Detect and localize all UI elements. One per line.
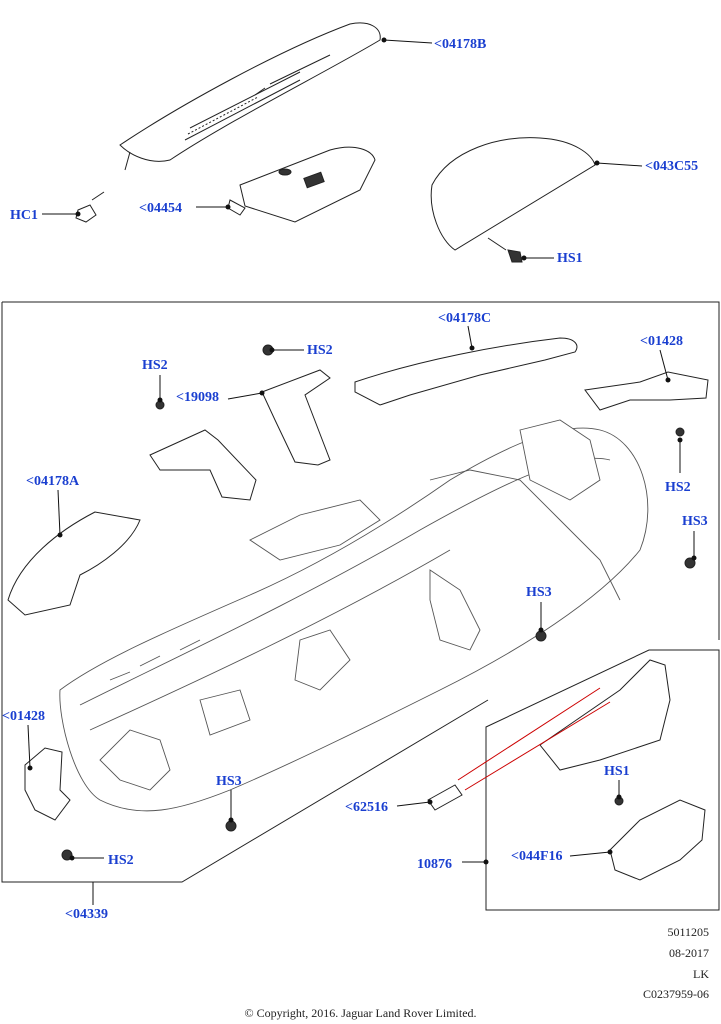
callout-screw-hs3-b: HS3 <box>526 585 552 600</box>
right-duct-part <box>584 371 709 411</box>
clip-part <box>75 191 105 223</box>
callout-screw-hs3-a: HS3 <box>682 514 708 529</box>
callout-screw-hs2-a: HS2 <box>142 358 168 373</box>
callout-cluster-group: 10876 <box>417 857 452 872</box>
callout-center-panel: <04178C <box>438 311 492 326</box>
cluster-bezel-part <box>609 799 706 881</box>
center-bracket-part <box>149 429 257 501</box>
callout-center-bracket: <19098 <box>176 390 219 405</box>
callout-screw-hs2-b: HS2 <box>307 343 333 358</box>
drawing-ref: C0237959-06 <box>643 987 709 1001</box>
callout-dash-assembly: <04339 <box>65 907 108 922</box>
connector-part <box>427 784 463 811</box>
top-panel-part <box>119 22 381 171</box>
top-cover-part <box>227 146 376 223</box>
lid-screw-part <box>487 237 523 263</box>
assembly-frame <box>2 301 720 640</box>
callout-top-clip: HC1 <box>10 208 38 223</box>
copyright-notice: © Copyright, 2016. Jaguar Land Rover Lim… <box>244 1006 477 1020</box>
cluster-inset-frame <box>485 649 720 911</box>
callout-top-panel: <04178B <box>434 37 487 52</box>
drawing-code: 5011205 <box>667 925 709 939</box>
callout-right-duct: <01428 <box>640 334 683 349</box>
left-panel-part <box>7 511 141 616</box>
callout-left-duct: <01428 <box>2 709 45 724</box>
callout-right-lid-screw: HS1 <box>557 251 583 266</box>
callout-screw-hs2-d: HS2 <box>108 853 134 868</box>
drawing-date: 08-2017 <box>669 946 709 960</box>
leader-lines <box>27 39 695 905</box>
callout-top-cover: <04454 <box>139 201 182 216</box>
callout-right-lid: <043C55 <box>645 159 699 174</box>
drawing-initials: LK <box>693 967 709 981</box>
callout-screw-hs2-c: HS2 <box>665 480 691 495</box>
center-panel-part <box>354 337 578 406</box>
cluster-frame-part <box>539 659 671 771</box>
callout-left-panel: <04178A <box>26 474 80 489</box>
bracket-right-part <box>261 369 331 466</box>
lid-part <box>430 137 596 251</box>
dashboard-assembly <box>59 419 649 812</box>
callout-cluster-bezel: <044F16 <box>511 849 563 864</box>
callout-cluster-screw: HS1 <box>604 764 630 779</box>
callout-connector: <62516 <box>345 800 388 815</box>
left-duct-part <box>24 747 71 821</box>
callout-screw-hs3-c: HS3 <box>216 774 242 789</box>
